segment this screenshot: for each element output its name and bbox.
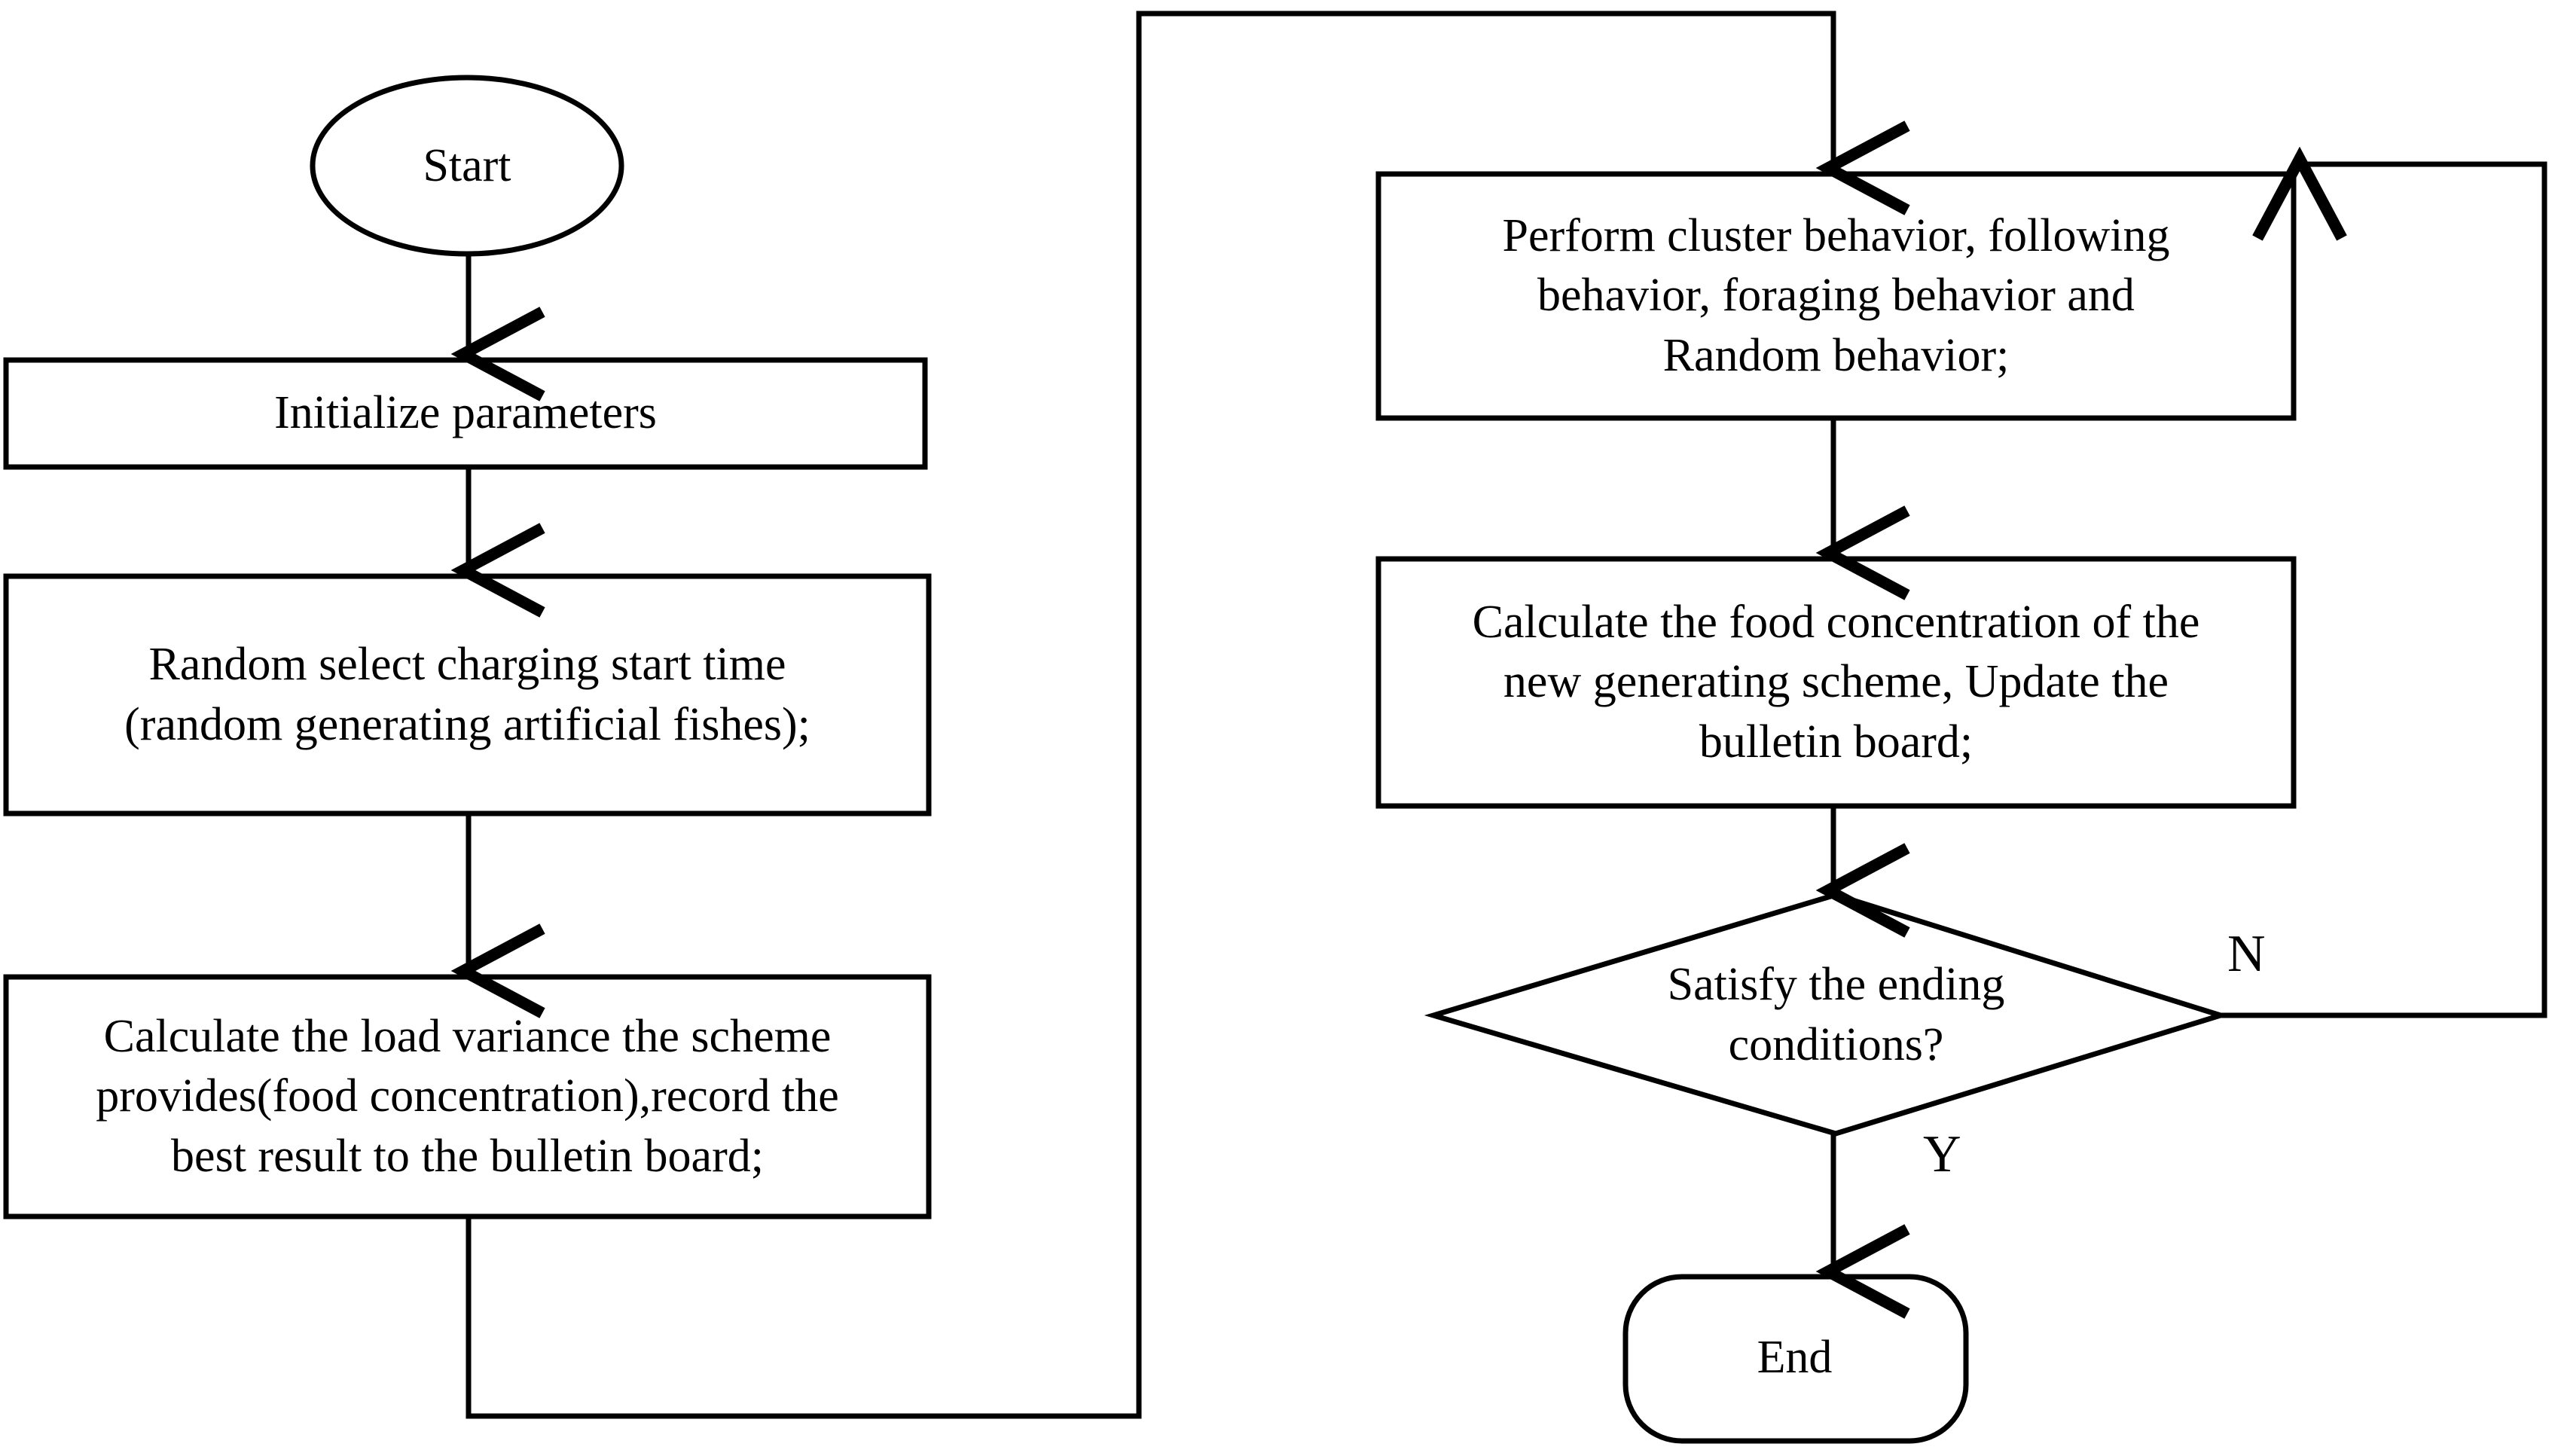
calculate-food-concentration-node-shape	[1375, 556, 2297, 809]
start-node-shape	[310, 75, 624, 257]
calculate-load-variance-node-shape	[3, 974, 932, 1219]
ending-condition-node-shape	[1424, 892, 2230, 1137]
init-parameters-node-shape	[3, 357, 928, 470]
end-node-shape	[1622, 1274, 1969, 1444]
no-branch-label: N	[2227, 925, 2266, 983]
random-select-node-shape	[3, 573, 932, 817]
connector-ending-condition-no-to-perform-behaviors	[2221, 146, 2547, 1018]
perform-behaviors-node-shape	[1375, 171, 2297, 421]
yes-branch-label: Y	[1923, 1125, 1961, 1183]
connector-load-variance-to-perform-behaviors	[466, 11, 1910, 1419]
